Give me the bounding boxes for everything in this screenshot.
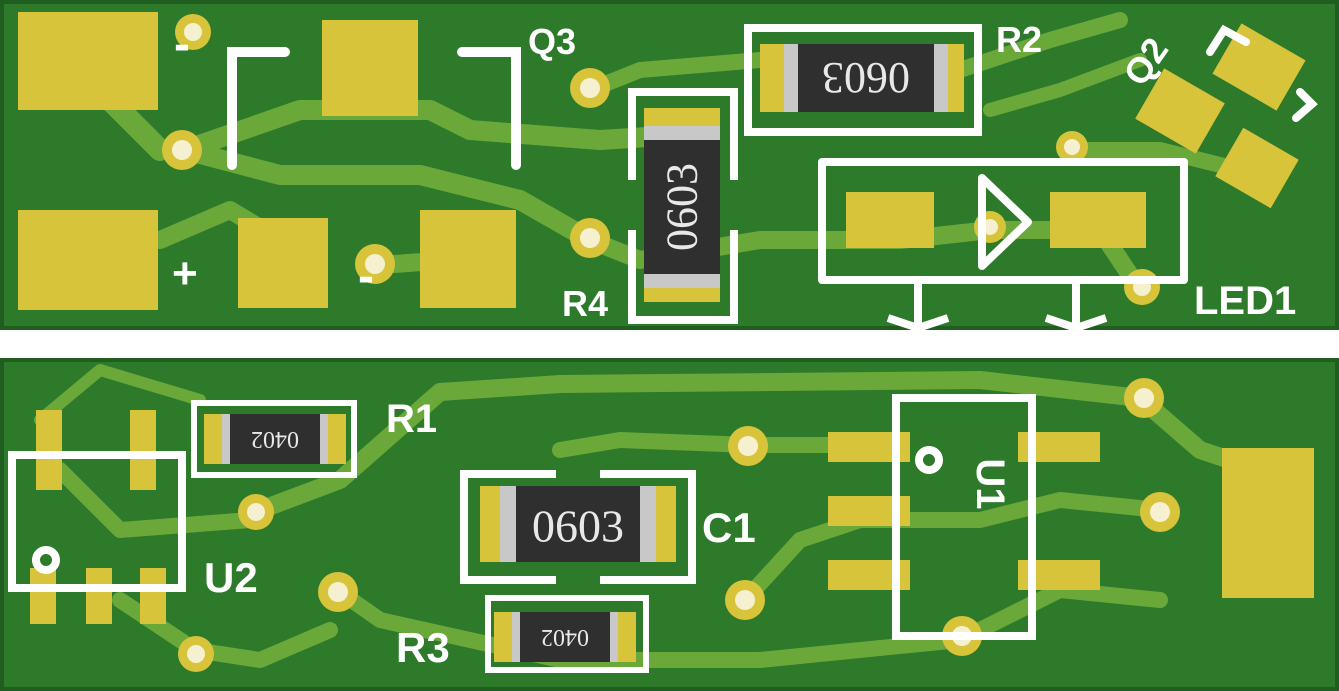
- u2-outline: [8, 451, 186, 592]
- label-plus: +: [172, 249, 198, 298]
- top-pads: [18, 12, 1306, 310]
- q2-outline: [1206, 24, 1318, 122]
- q3-outline: [227, 47, 521, 170]
- board-divider: [0, 330, 1339, 360]
- led1-outline: [818, 158, 1188, 332]
- label-r3: R3: [396, 624, 450, 671]
- label-r2: R2: [996, 19, 1042, 60]
- r4-package-text: 0603: [658, 163, 707, 251]
- bottom-board: 0402 0603 0402: [0, 358, 1339, 691]
- r2-package-text: 0603: [822, 54, 910, 103]
- label-c1: C1: [702, 504, 756, 551]
- label-minus: -: [174, 18, 190, 71]
- label-minus-2: -: [358, 250, 374, 303]
- r3-package-text: 0402: [541, 624, 589, 650]
- r3-component: 0402: [485, 595, 649, 673]
- top-board: 0603 0603: [0, 0, 1339, 332]
- u1-outline: [892, 394, 1036, 640]
- r2-component: 0603: [744, 24, 982, 136]
- label-r1: R1: [386, 397, 437, 441]
- label-q3: Q3: [528, 21, 576, 62]
- r4-component: 0603: [628, 88, 738, 324]
- label-u1: U1: [968, 458, 1012, 509]
- c1-package-text: 0603: [532, 501, 624, 552]
- bottom-traces: [34, 364, 1269, 668]
- label-u2: U2: [204, 554, 258, 601]
- label-r4: R4: [562, 283, 608, 324]
- c1-component: 0603: [460, 470, 696, 584]
- r1-component: 0402: [191, 400, 357, 478]
- bottom-vias: [178, 378, 1180, 672]
- r1-package-text: 0402: [251, 426, 299, 452]
- label-led1: LED1: [1194, 279, 1296, 323]
